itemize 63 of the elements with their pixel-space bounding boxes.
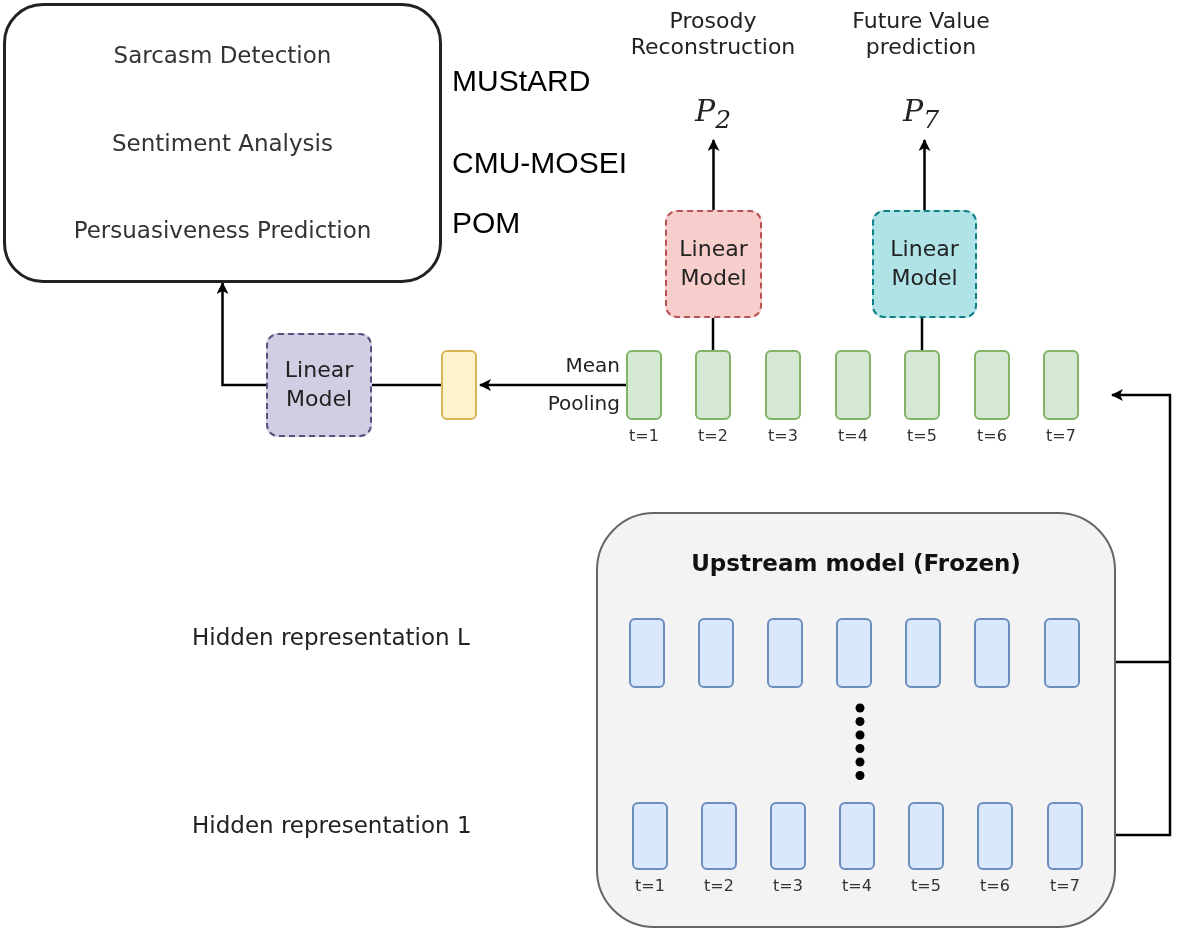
task-name: Sentiment Analysis <box>111 130 334 156</box>
math-symbol: P$_{2}$ <box>693 96 733 132</box>
hidden-vector <box>974 618 1010 688</box>
math-symbol: P$_{7}$ <box>901 96 941 132</box>
time-step-label: t=7 <box>1045 426 1077 445</box>
feature-vector <box>904 350 940 420</box>
output-task-label: Future Value prediction <box>851 8 991 61</box>
dataset-name: MUStARD <box>452 64 591 98</box>
hidden-vector <box>767 618 803 688</box>
feature-vector <box>695 350 731 420</box>
arrow <box>479 379 626 391</box>
time-step-label: t=3 <box>772 876 804 895</box>
box-label: Linear Model <box>889 235 960 292</box>
hidden-vector <box>977 802 1013 870</box>
time-step-label: t=2 <box>703 876 735 895</box>
feature-vector <box>765 350 801 420</box>
hidden-vector <box>905 618 941 688</box>
time-step-label: t=1 <box>628 426 660 445</box>
feature-vector <box>835 350 871 420</box>
box-label: Linear Model <box>283 356 355 413</box>
hidden-vector <box>632 802 668 870</box>
feature-vector <box>1043 350 1079 420</box>
time-step-label: t=6 <box>976 426 1008 445</box>
dataset-name: POM <box>452 206 521 240</box>
linear-model-box <box>266 333 372 437</box>
layer-label: Hidden representation 1 <box>192 812 472 838</box>
feature-vector <box>974 350 1010 420</box>
hidden-vector <box>836 618 872 688</box>
hidden-vector <box>629 618 665 688</box>
time-step-label: t=1 <box>634 876 666 895</box>
task-name: Persuasiveness Prediction <box>72 217 373 243</box>
task-name: Sarcasm Detection <box>112 42 333 68</box>
hidden-vector <box>701 802 737 870</box>
feature-vector <box>626 350 662 420</box>
time-step-label: t=5 <box>906 426 938 445</box>
hidden-vector <box>770 802 806 870</box>
pooled-vector <box>441 350 477 420</box>
linear-model-box <box>665 210 762 318</box>
hidden-vector <box>839 802 875 870</box>
time-step-label: t=2 <box>697 426 729 445</box>
time-step-label: t=4 <box>837 426 869 445</box>
edge-label: Mean Pooling <box>546 352 620 417</box>
hidden-vector <box>698 618 734 688</box>
time-step-label: t=5 <box>910 876 942 895</box>
arrow <box>707 139 720 210</box>
hidden-vector <box>1044 618 1080 688</box>
time-step-label: t=6 <box>979 876 1011 895</box>
time-step-label: t=3 <box>767 426 799 445</box>
time-step-label: t=4 <box>841 876 873 895</box>
arrow <box>918 139 931 210</box>
task-box <box>3 3 442 283</box>
panel-title: Upstream model (Frozen) <box>690 550 1022 576</box>
linear-model-box <box>872 210 977 318</box>
box-label: Linear Model <box>678 235 749 292</box>
upstream-model-panel <box>596 512 1116 928</box>
layer-label: Hidden representation L <box>192 624 470 650</box>
hidden-vector <box>908 802 944 870</box>
dataset-name: CMU-MOSEI <box>452 146 627 180</box>
arrow <box>216 282 266 387</box>
arrow <box>1110 389 1172 837</box>
output-task-label: Prosody Reconstruction <box>629 8 797 61</box>
hidden-vector <box>1047 802 1083 870</box>
time-step-label: t=7 <box>1049 876 1081 895</box>
